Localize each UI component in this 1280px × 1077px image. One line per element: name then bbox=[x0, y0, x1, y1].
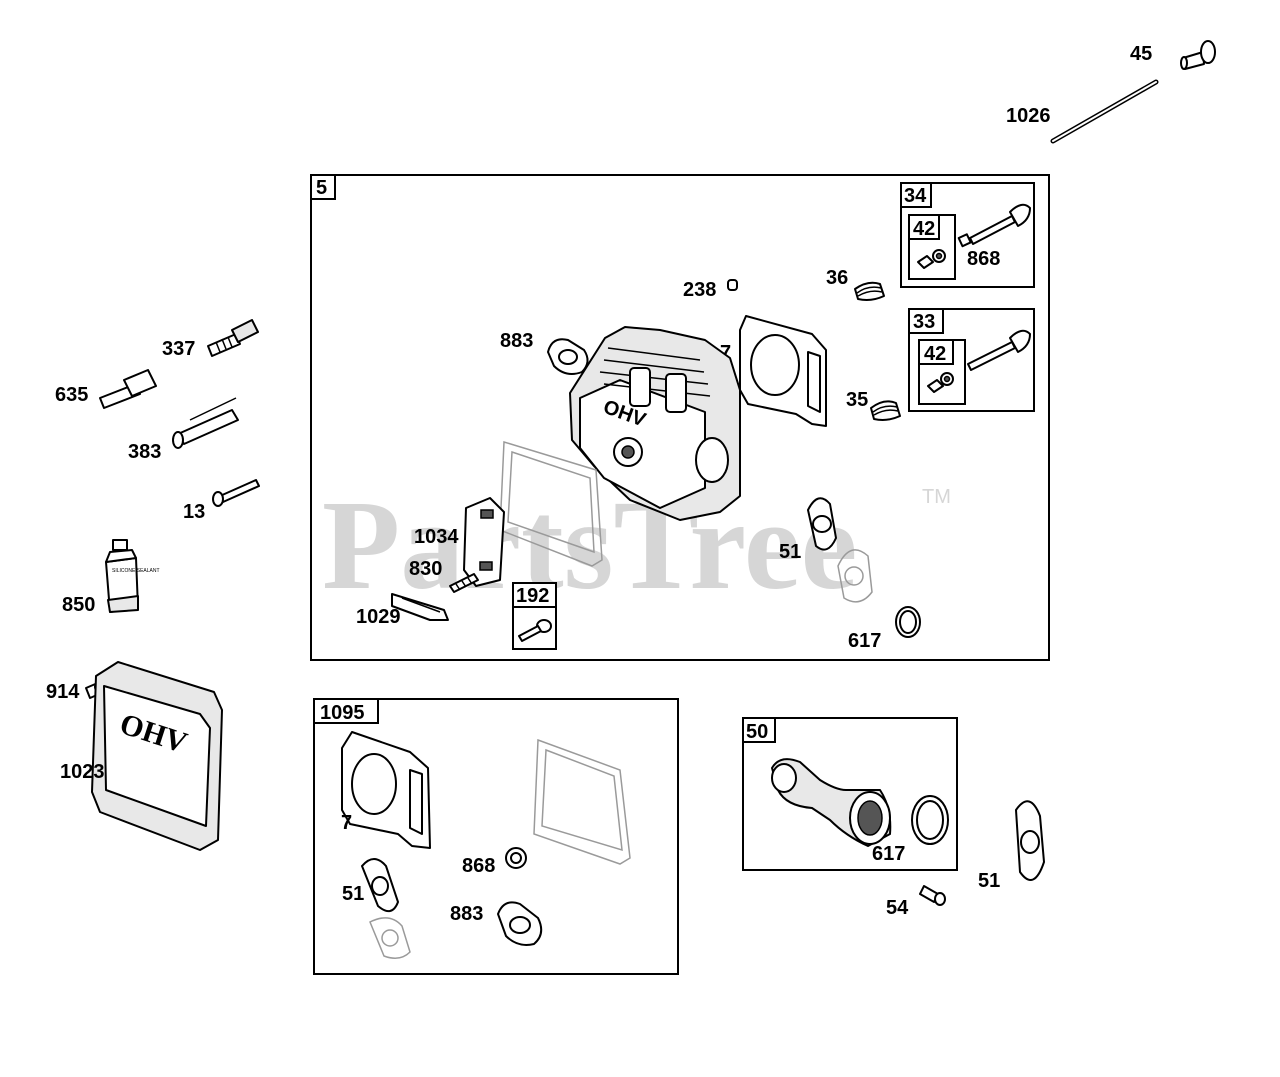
part-883-intake-gasket[interactable] bbox=[547, 338, 589, 375]
callout-850: 850 bbox=[62, 594, 95, 616]
watermark-text: PartsTree bbox=[322, 474, 857, 616]
part-13-bolt[interactable] bbox=[212, 479, 260, 507]
group-tag-5 bbox=[310, 174, 336, 200]
group-frame-33 bbox=[908, 308, 1035, 412]
set-callout-7: 7 bbox=[341, 812, 352, 834]
set-part-883-gasket[interactable] bbox=[497, 901, 543, 946]
group-number-33-42: 42 bbox=[924, 343, 946, 365]
sealant-label-text: SILICONE SEALANT bbox=[112, 568, 160, 574]
callout-914: 914 bbox=[46, 681, 80, 703]
callout-383: 383 bbox=[128, 441, 161, 463]
group-tag-1095 bbox=[313, 698, 379, 724]
set-part-51-gasket-ghost bbox=[369, 917, 411, 959]
set-part-7-head-gasket[interactable] bbox=[341, 731, 431, 849]
part-1023-valve-cover[interactable]: OHV bbox=[91, 661, 223, 851]
part-238-pin[interactable] bbox=[727, 279, 738, 291]
callout-7: 7 bbox=[720, 342, 731, 364]
callout-36: 36 bbox=[826, 267, 848, 289]
group-number-50: 50 bbox=[746, 721, 768, 743]
group-tag-34 bbox=[900, 182, 932, 208]
part-51-gasket[interactable] bbox=[807, 497, 837, 551]
set-part-51-gasket[interactable] bbox=[361, 858, 399, 913]
callout-830: 830 bbox=[409, 558, 442, 580]
part-5-cylinder-head[interactable]: OHV bbox=[569, 326, 741, 521]
group-number-33: 33 bbox=[913, 311, 935, 333]
part-35-valve-spring[interactable] bbox=[870, 400, 901, 421]
group-frame-5 bbox=[310, 174, 1050, 661]
group-number-5: 5 bbox=[316, 177, 327, 199]
group-frame-34 bbox=[900, 182, 1035, 288]
group-number-34-42: 42 bbox=[913, 218, 935, 240]
part-192-screw[interactable] bbox=[518, 619, 552, 642]
part-830-stud[interactable] bbox=[449, 573, 479, 593]
group-tag-50 bbox=[742, 717, 776, 743]
set-callout-51: 51 bbox=[342, 883, 364, 905]
part-617-o-ring[interactable] bbox=[895, 606, 921, 638]
part-34-exhaust-valve[interactable] bbox=[957, 203, 1031, 248]
part-42-retainer-intake[interactable] bbox=[927, 372, 954, 393]
callout-1023: 1023 bbox=[60, 761, 105, 783]
part-54-screw[interactable] bbox=[919, 885, 946, 906]
set-callout-868: 868 bbox=[462, 855, 495, 877]
part-617-elbow-o-ring[interactable] bbox=[911, 795, 949, 845]
callout-238: 238 bbox=[683, 279, 716, 301]
part-33-intake-valve[interactable] bbox=[967, 329, 1031, 371]
callout-1034: 1034 bbox=[414, 526, 459, 548]
part-51-gasket-right[interactable] bbox=[1015, 800, 1045, 881]
part-850-sealant-tube[interactable]: SILICONE SEALANT bbox=[105, 539, 160, 613]
callout-1026: 1026 bbox=[1006, 105, 1051, 127]
group-frame-1095 bbox=[313, 698, 679, 975]
callout-1029: 1029 bbox=[356, 606, 401, 628]
part-1026-push-rod[interactable] bbox=[1050, 79, 1159, 144]
set-callout-883: 883 bbox=[450, 903, 483, 925]
group-number-1095: 1095 bbox=[320, 702, 365, 724]
part-42-retainer-exhaust[interactable] bbox=[917, 249, 946, 269]
callout-54: 54 bbox=[886, 897, 909, 919]
part-7-head-gasket[interactable] bbox=[739, 315, 827, 427]
group-tag-192 bbox=[512, 582, 557, 608]
callout-35: 35 bbox=[846, 389, 868, 411]
callout-337: 337 bbox=[162, 338, 195, 360]
callout-635: 635 bbox=[55, 384, 88, 406]
callout-883: 883 bbox=[500, 330, 533, 352]
callout-13: 13 bbox=[183, 501, 205, 523]
callout-45: 45 bbox=[1130, 43, 1152, 65]
trademark-mark: TM bbox=[922, 486, 951, 508]
part-51-gasket-ghost bbox=[837, 549, 873, 603]
callout-617-elbow: 617 bbox=[872, 843, 905, 865]
group-tag-33-42 bbox=[918, 339, 954, 365]
set-part-868-seal[interactable] bbox=[505, 847, 527, 869]
callout-617: 617 bbox=[848, 630, 881, 652]
group-number-34: 34 bbox=[904, 185, 927, 207]
part-635-spark-boot[interactable] bbox=[99, 369, 157, 409]
part-45-tappet[interactable] bbox=[1180, 40, 1216, 70]
group-frame-50 bbox=[742, 717, 958, 871]
group-tag-34-42 bbox=[908, 214, 940, 240]
set-part-rocker-gasket-ghost bbox=[533, 738, 631, 865]
part-337-spark-plug[interactable] bbox=[207, 319, 259, 357]
group-number-192: 192 bbox=[516, 585, 549, 607]
part-1029-breather-reed[interactable] bbox=[391, 593, 449, 621]
group-tag-33 bbox=[908, 308, 944, 334]
part-383-spark-tester[interactable] bbox=[172, 397, 239, 449]
part-36-valve-spring[interactable] bbox=[854, 281, 885, 301]
callout-868-kit: 868 bbox=[967, 248, 1000, 270]
watermark: PartsTree TM bbox=[322, 474, 951, 616]
part-50-intake-elbow[interactable] bbox=[771, 758, 892, 847]
part-1034-breather-plate[interactable] bbox=[463, 497, 505, 587]
callout-51-right: 51 bbox=[978, 870, 1000, 892]
callout-51: 51 bbox=[779, 541, 801, 563]
